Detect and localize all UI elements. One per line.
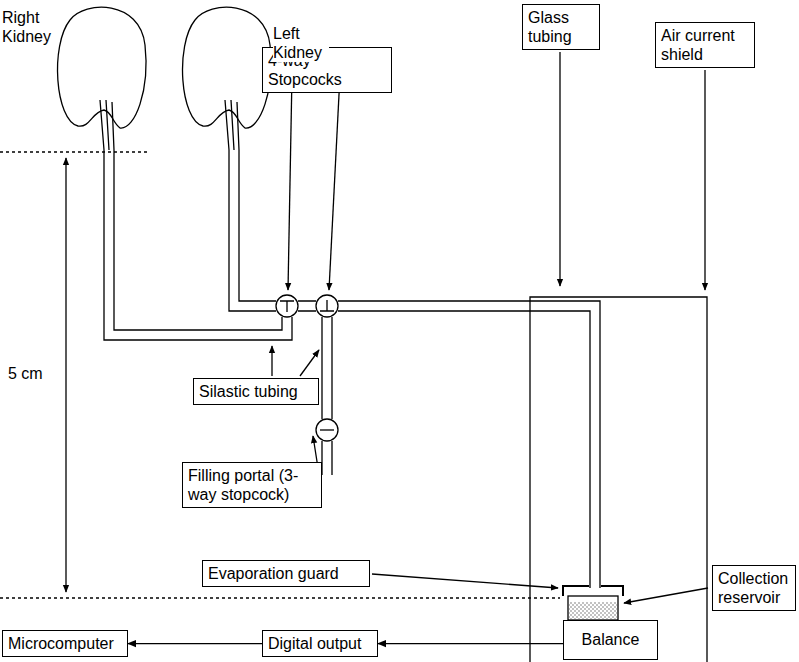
box-text: Evaporation guard <box>208 564 364 583</box>
label-box: Balance <box>563 620 658 660</box>
signal-arrow <box>128 643 262 644</box>
label-box: Air current shield <box>655 22 755 68</box>
organ-label: Right Kidney <box>2 8 58 46</box>
label-box: Microcomputer <box>2 630 128 657</box>
right-kidney <box>58 7 146 128</box>
air-current-shield <box>530 297 707 662</box>
dimension-label: 5 cm <box>8 364 58 383</box>
box-text: Digital output <box>268 634 372 653</box>
label-box: Silastic tubing <box>193 378 319 405</box>
label-box: Evaporation guard <box>202 560 370 587</box>
box-text: Collection reservoir <box>718 569 790 607</box>
box-text: Silastic tubing <box>199 382 313 401</box>
box-text: Balance <box>569 630 652 649</box>
left-tube <box>229 150 600 588</box>
filling-tube <box>322 317 332 475</box>
box-text: Microcomputer <box>8 634 122 653</box>
evaporation-guard <box>563 586 623 596</box>
label-box: Filling portal (3-way stopcock) <box>182 462 322 508</box>
box-text: Filling portal (3-way stopcock) <box>188 466 316 504</box>
organ-label: Left Kidney <box>273 24 329 62</box>
signal-arrow <box>378 643 563 644</box>
box-text: Air current shield <box>661 26 749 64</box>
label-box: Collection reservoir <box>712 565 796 611</box>
label-box: Digital output <box>262 630 378 657</box>
label-box: Glass tubing <box>522 4 600 50</box>
box-text: Glass tubing <box>528 8 594 46</box>
left-kidney <box>183 7 271 128</box>
